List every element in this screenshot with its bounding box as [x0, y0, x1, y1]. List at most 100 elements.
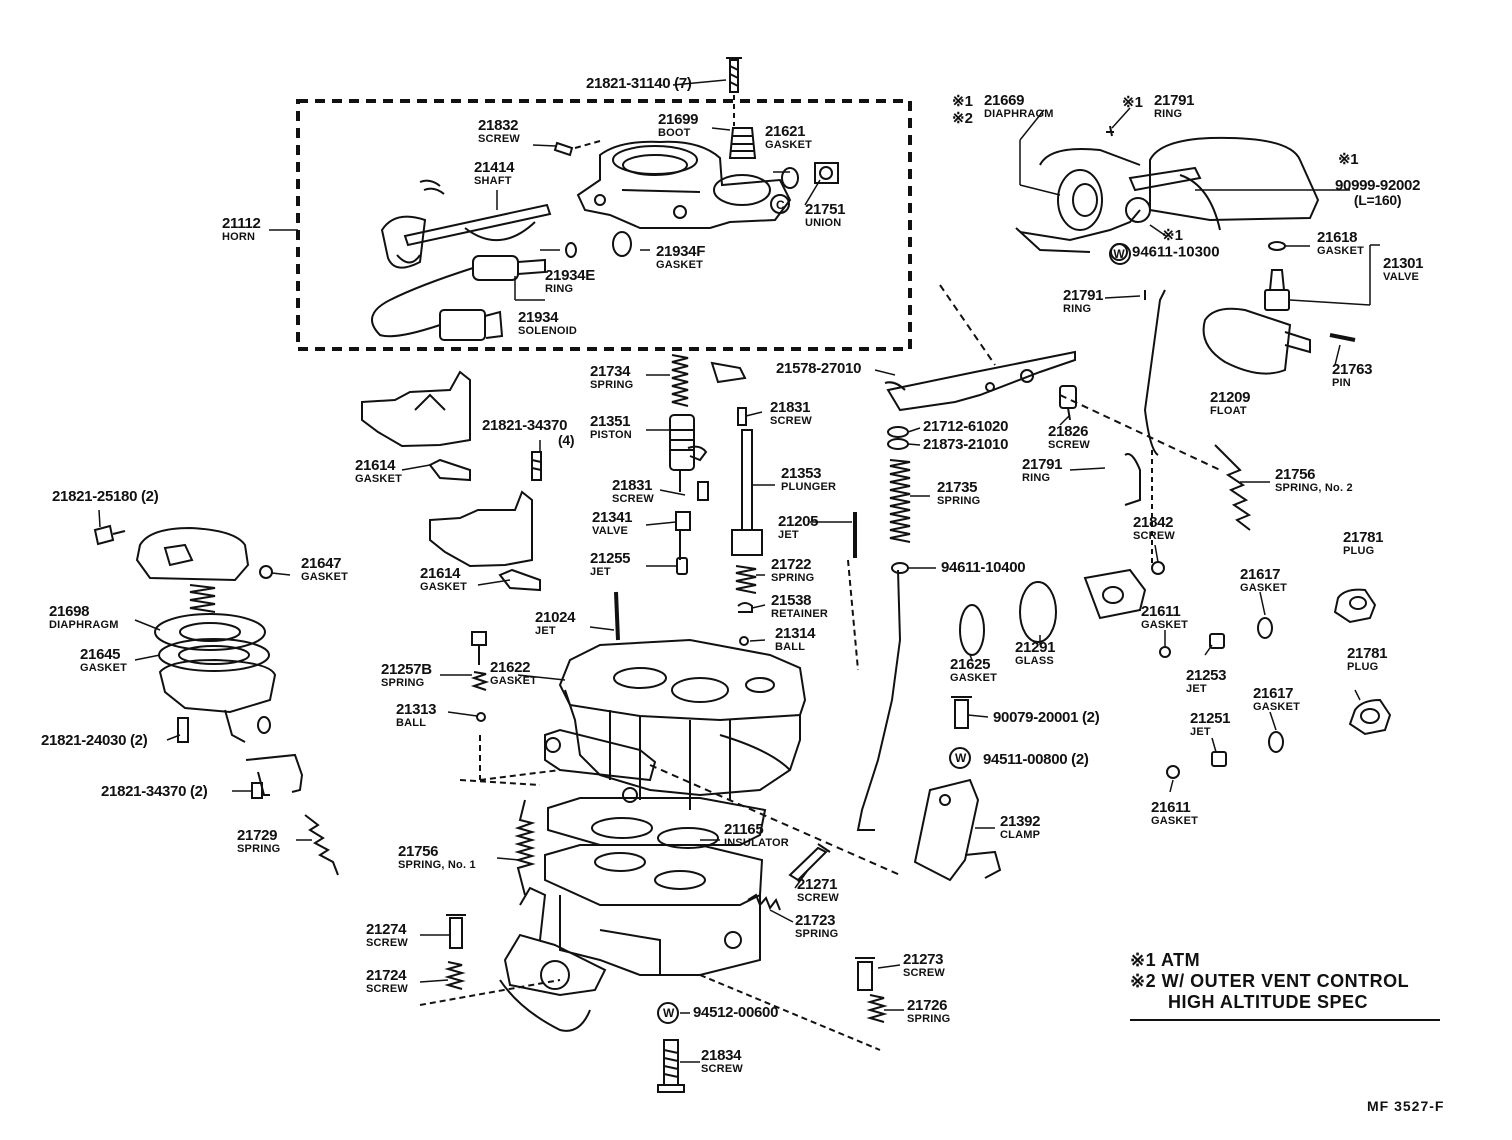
screw-21826	[1059, 385, 1077, 421]
legend-row-atm: ※1 ATM	[1130, 950, 1201, 970]
part-label-asterisk-1: ※1	[1338, 151, 1359, 168]
clamp	[913, 778, 1002, 882]
part-label-21821-34370-4: 21821-34370(4)	[482, 417, 575, 448]
throttle-body	[503, 844, 764, 997]
diaphragm-cover	[135, 526, 250, 582]
jet-21251	[1211, 751, 1227, 767]
boot	[728, 127, 757, 159]
valve-21341	[675, 481, 709, 560]
spring-21724	[444, 961, 466, 990]
throttle-plate	[380, 215, 427, 269]
part-label-90079-20001: 90079-20001 (2)	[993, 709, 1100, 726]
spring-21257b	[470, 671, 490, 691]
plunger	[731, 429, 763, 556]
screw-21821-24030	[177, 717, 189, 743]
bracket	[245, 753, 304, 796]
plug-21781-b	[1348, 698, 1392, 736]
part-label-21821-31140: 21821-31140 (7)	[586, 75, 692, 92]
main-body	[544, 638, 807, 810]
legend-row-high-altitude: HIGH ALTITUDE SPEC	[1168, 992, 1369, 1012]
part-label-21821-25180: 21821-25180 (2)	[52, 488, 159, 505]
spring-21726	[866, 994, 888, 1023]
part-label-94611-10400: 94611-10400	[941, 559, 1026, 576]
air-horn-body: C	[576, 140, 792, 229]
rod-float-link	[1143, 289, 1166, 456]
gasket-21614-upper	[361, 370, 471, 482]
screw-21832	[553, 141, 574, 157]
diaphragm	[154, 613, 266, 651]
spring-21723	[747, 893, 781, 911]
spring-no2	[1214, 444, 1252, 531]
spring-21734	[671, 354, 689, 407]
jet-21255	[676, 557, 688, 575]
gasket-21842	[1083, 568, 1147, 620]
screw-21273	[855, 957, 875, 991]
plug-21781-a	[1333, 588, 1377, 624]
spring-no1	[514, 799, 536, 896]
shaft	[403, 179, 552, 247]
valve-21301	[1264, 241, 1290, 311]
screw-21821-34370-4	[531, 451, 542, 481]
diaphragm-spring	[189, 584, 216, 613]
part-label-94512-00600: 94512-00600	[693, 1004, 779, 1021]
spring-21722	[735, 565, 757, 594]
screw-21821-34370-2	[251, 782, 263, 799]
pump-rod	[856, 562, 909, 831]
union	[814, 162, 839, 184]
float	[1202, 307, 1311, 375]
legend: ※1 ATM ※2 W/ OUTER VENT CONTROL HIGH ALT…	[1130, 950, 1440, 1021]
diaphragm-housing	[158, 658, 277, 743]
legend-row-outer-vent: ※2 W/ OUTER VENT CONTROL	[1130, 971, 1410, 991]
gasket-21614-lower	[429, 490, 541, 592]
solenoid	[371, 242, 577, 341]
pump-lever	[884, 350, 1076, 412]
jet-21253	[1209, 633, 1225, 649]
link-21842	[1124, 453, 1141, 506]
insulator	[547, 797, 767, 849]
w-badge-icon: W	[1110, 243, 1128, 261]
